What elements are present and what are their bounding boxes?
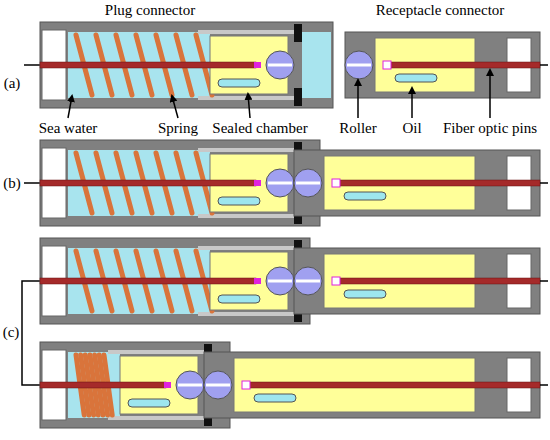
bracket [22, 281, 24, 385]
oil-pin [254, 394, 296, 402]
roller-channel [296, 280, 320, 283]
roller [266, 169, 294, 197]
oil-pin [128, 399, 170, 407]
roller [204, 371, 232, 399]
sleeve [198, 246, 298, 250]
leader-line [489, 70, 491, 118]
seal [294, 88, 302, 106]
part-label: Plug connector [105, 2, 195, 19]
fiber-pin-rod [338, 180, 540, 186]
receptacle-housing [294, 248, 540, 314]
roller-channel [296, 182, 320, 185]
part-label: Fiber optic pins [443, 120, 537, 137]
oil-pin [218, 79, 260, 87]
leader-line [172, 96, 178, 118]
oil-pin [395, 74, 437, 82]
pin-socket [332, 277, 340, 285]
sleeve [108, 350, 208, 354]
sleeve [198, 30, 298, 34]
fiber-pin-rod [40, 278, 256, 284]
roller [266, 51, 294, 79]
roller-channel [178, 384, 202, 387]
seal [294, 24, 302, 42]
sleeve [198, 148, 298, 152]
pin-tip [254, 180, 261, 186]
plug-housing [40, 22, 333, 108]
oil-pin [218, 197, 260, 205]
fiber-pin-rod [40, 180, 256, 186]
fiber-line [540, 384, 548, 386]
part-label: (c) [3, 324, 20, 341]
roller [294, 267, 322, 295]
plug-housing [40, 342, 230, 428]
leader-line [68, 96, 72, 118]
part-label: Roller [339, 120, 377, 137]
pin-socket [383, 61, 391, 69]
pin-tip [164, 382, 171, 388]
leader-line [248, 94, 250, 118]
roller [294, 169, 322, 197]
pin-tip [254, 62, 261, 68]
roller [176, 371, 204, 399]
fiber-pin-rod [40, 382, 166, 388]
fiber-pin-rod [40, 62, 256, 68]
oil-pin [218, 295, 260, 303]
fiber-line [24, 182, 40, 184]
roller-channel [268, 182, 292, 185]
part-label: Oil [402, 120, 421, 137]
roller-channel [268, 64, 292, 67]
oil-pin [344, 290, 386, 298]
fiber-line [24, 280, 40, 282]
roller-channel [268, 280, 292, 283]
part-label: Spring [158, 120, 198, 137]
pin-tip [254, 278, 261, 284]
roller-channel [347, 64, 371, 67]
pin-socket [242, 381, 250, 389]
fiber-line [540, 64, 548, 66]
fiber-line [540, 280, 548, 282]
roller [266, 267, 294, 295]
roller-channel [206, 384, 230, 387]
part-label: (b) [3, 175, 21, 192]
part-label: Sea water [39, 120, 98, 137]
oil-pin [344, 192, 386, 200]
part-label: Receptacle connector [376, 2, 505, 19]
fiber-line [24, 384, 40, 386]
fiber-line [540, 182, 548, 184]
fiber-pin-rod [389, 62, 540, 68]
plug-housing [40, 238, 310, 324]
fiber-pin-rod [248, 382, 540, 388]
pin-socket [332, 179, 340, 187]
leader-line [411, 88, 413, 118]
sleeve [108, 416, 208, 420]
part-label: Sealed chamber [212, 120, 307, 137]
leader-line [357, 80, 359, 118]
fiber-pin-rod [338, 278, 540, 284]
part-label: (a) [4, 75, 21, 92]
receptacle-housing [294, 150, 540, 216]
receptacle-housing [204, 352, 540, 418]
receptacle-housing [345, 32, 540, 98]
plug-housing [40, 140, 320, 226]
roller [345, 51, 373, 79]
fiber-line [24, 64, 40, 66]
sea-water-front [302, 32, 331, 98]
